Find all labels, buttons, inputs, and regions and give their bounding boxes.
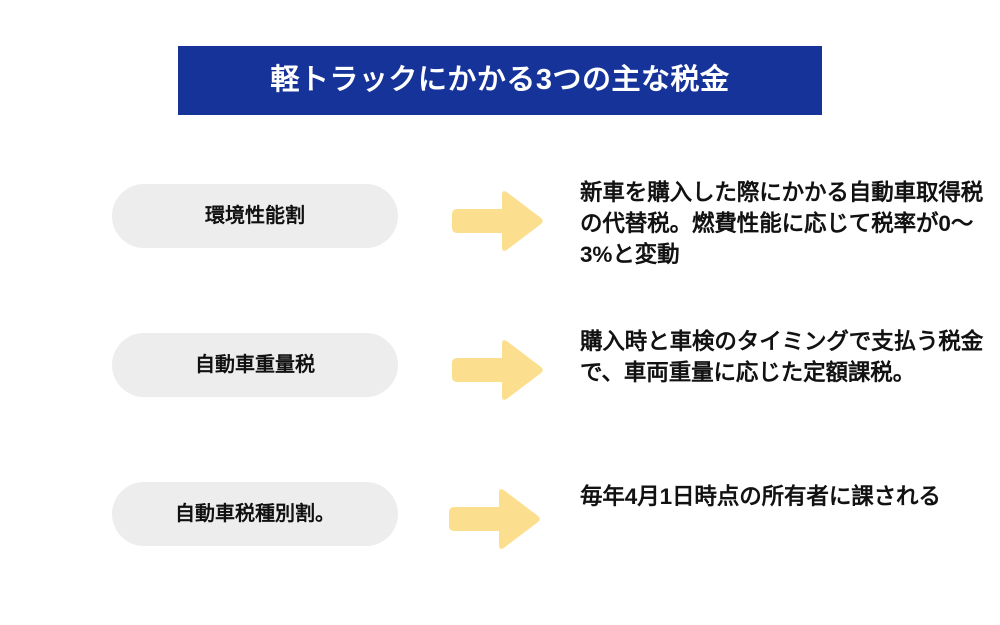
right-arrow-icon <box>449 488 541 550</box>
tax-label-text: 環境性能割 <box>205 205 305 227</box>
right-arrow-icon <box>452 190 544 252</box>
title-banner: 軽トラックにかかる3つの主な税金 <box>178 46 822 115</box>
tax-label-pill: 自動車重量税 <box>112 333 398 397</box>
tax-row: 自動車重量税 購入時と車検のタイミングで支払う税金で、車両重量に応じた定額課税。 <box>0 329 1000 433</box>
tax-row: 自動車税種別割。 毎年4月1日時点の所有者に課される <box>0 482 1000 582</box>
tax-label-text: 自動車税種別割。 <box>175 503 335 525</box>
tax-description: 新車を購入した際にかかる自動車取得税の代替税。燃費性能に応じて税率が0〜3%と変… <box>580 180 984 267</box>
page-title: 軽トラックにかかる3つの主な税金 <box>270 64 730 96</box>
tax-description: 購入時と車検のタイミングで支払う税金で、車両重量に応じた定額課税。 <box>580 329 984 385</box>
tax-label-text: 自動車重量税 <box>195 354 315 376</box>
tax-description: 毎年4月1日時点の所有者に課される <box>580 484 941 509</box>
tax-row: 環境性能割 新車を購入した際にかかる自動車取得税の代替税。燃費性能に応じて税率が… <box>0 180 1000 284</box>
tax-label-pill: 自動車税種別割。 <box>112 482 398 546</box>
tax-label-pill: 環境性能割 <box>112 184 398 248</box>
right-arrow-icon <box>452 339 544 401</box>
